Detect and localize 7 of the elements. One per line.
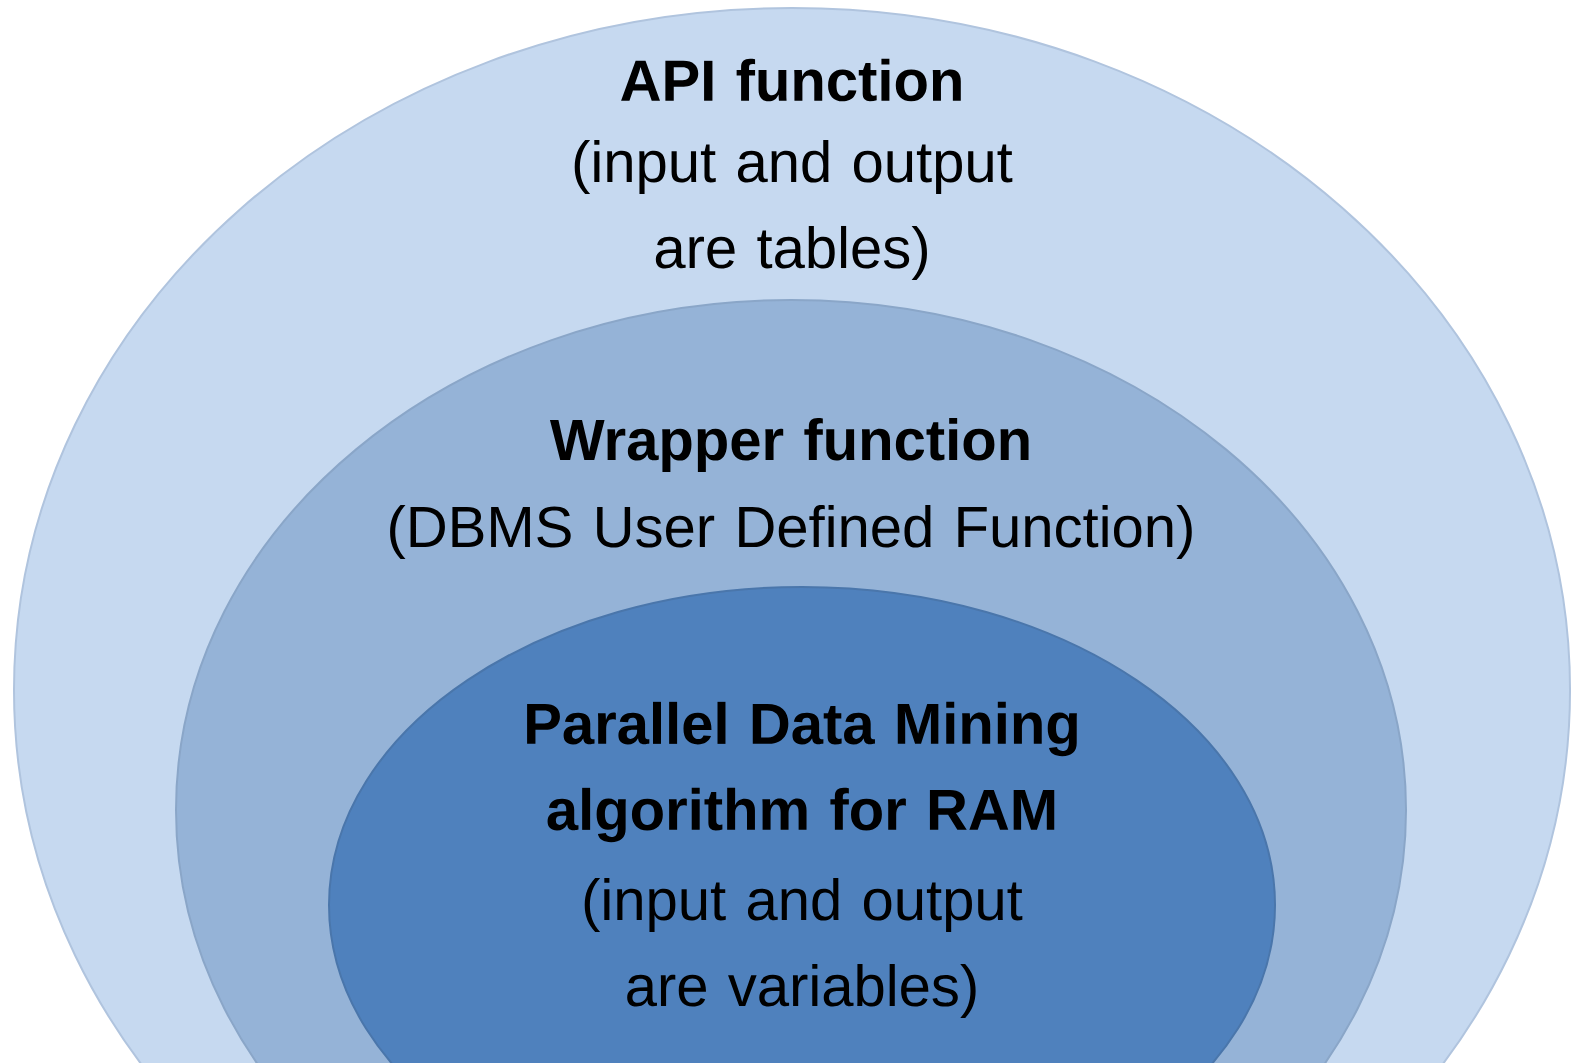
heading: Parallel Data Mining algorithm for RAM	[527, 701, 1077, 843]
description: (DBMS User Defined Function)	[390, 504, 1192, 559]
heading: Wrapper function	[549, 417, 1029, 472]
description: (input and output are variables)	[584, 878, 1023, 1018]
ellipse	[328, 586, 1276, 1063]
description: (input and output are tables)	[574, 139, 1013, 280]
heading: API function	[621, 58, 961, 102]
